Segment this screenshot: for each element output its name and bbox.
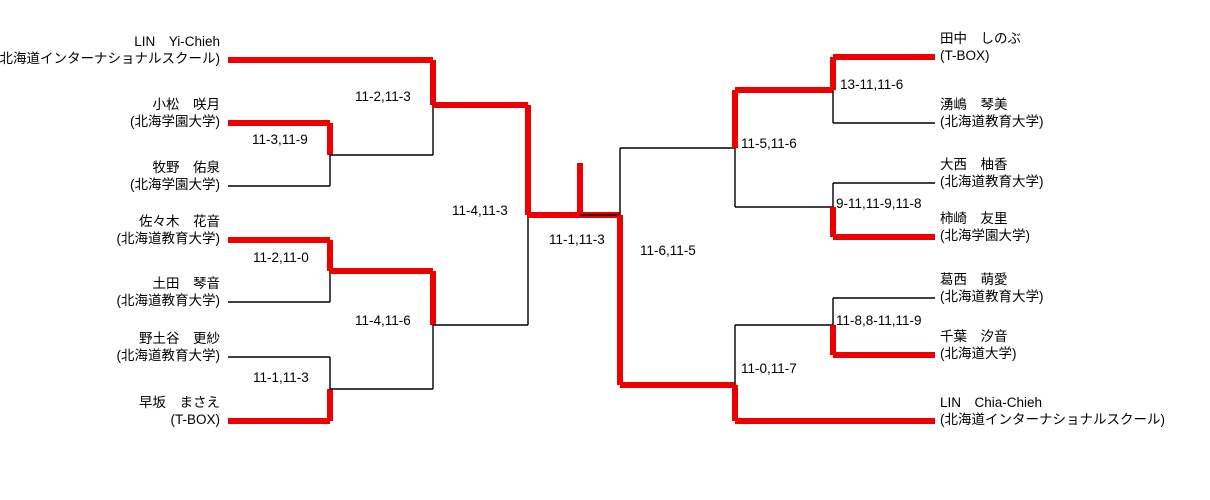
score-left-r2-upper: 11-2,11-3 bbox=[355, 89, 411, 104]
entrant-affiliation: (北海道インターナショナルスクール) bbox=[0, 51, 220, 66]
entrant-left-3: 牧野 佑泉 (北海学園大学) bbox=[130, 159, 220, 193]
score-right-semifinal: 11-6,11-5 bbox=[640, 243, 696, 258]
entrant-right-1: 田中 しのぶ (T-BOX) bbox=[940, 30, 1021, 64]
entrant-name: 野土谷 更紗 bbox=[139, 331, 220, 346]
score-left-r1-lower-top: 11-2,11-0 bbox=[253, 250, 309, 265]
entrant-name: 湧嶋 琴美 bbox=[940, 97, 1008, 112]
score-right-r1-lower-top: 11-8,8-11,11-9 bbox=[836, 313, 922, 328]
entrant-affiliation: (北海道教育大学) bbox=[940, 174, 1044, 189]
entrant-left-7: 早坂 まさえ (T-BOX) bbox=[139, 394, 220, 428]
entrant-left-1: LIN Yi-Chieh (北海道インターナショナルスクール) bbox=[0, 33, 220, 67]
entrant-left-2: 小松 咲月 (北海学園大学) bbox=[130, 96, 220, 130]
entrant-affiliation: (T-BOX) bbox=[940, 48, 990, 63]
score-final: 11-1,11-3 bbox=[549, 232, 605, 247]
entrant-name: 牧野 佑泉 bbox=[152, 160, 221, 175]
score-left-semifinal: 11-4,11-3 bbox=[452, 203, 508, 218]
score-right-r1-upper-bottom: 9-11,11-9,11-8 bbox=[836, 196, 922, 211]
entrant-affiliation: (北海道教育大学) bbox=[940, 114, 1044, 129]
entrant-name: LIN Chia-Chieh bbox=[940, 395, 1043, 410]
entrant-name: 千葉 汐音 bbox=[940, 329, 1008, 344]
entrant-name: 小松 咲月 bbox=[152, 97, 221, 112]
entrant-right-6: 千葉 汐音 (北海道大学) bbox=[940, 328, 1017, 362]
entrant-affiliation: (北海道教育大学) bbox=[116, 348, 221, 363]
entrant-name: LIN Yi-Chieh bbox=[134, 34, 220, 49]
entrant-name: 早坂 まさえ bbox=[139, 395, 220, 410]
entrant-affiliation: (T-BOX) bbox=[170, 412, 221, 427]
score-right-lower-quarter: 11-0,11-7 bbox=[741, 361, 797, 376]
entrant-affiliation: (北海道教育大学) bbox=[116, 231, 221, 246]
entrant-right-3: 大西 柚香 (北海道教育大学) bbox=[940, 156, 1044, 190]
entrant-name: 田中 しのぶ bbox=[940, 31, 1021, 46]
entrant-right-7: LIN Chia-Chieh (北海道インターナショナルスクール) bbox=[940, 394, 1165, 428]
entrant-affiliation: (北海学園大学) bbox=[130, 114, 220, 129]
score-left-r1-upper: 11-3,11-9 bbox=[252, 132, 308, 147]
entrant-left-4: 佐々木 花音 (北海道教育大学) bbox=[117, 213, 221, 247]
entrant-left-5: 土田 琴音 (北海道教育大学) bbox=[117, 275, 221, 309]
entrant-name: 土田 琴音 bbox=[152, 276, 221, 291]
entrant-name: 柿崎 友里 bbox=[940, 211, 1008, 226]
entrant-affiliation: (北海学園大学) bbox=[130, 177, 220, 192]
entrant-affiliation: (北海学園大学) bbox=[940, 228, 1030, 243]
entrant-right-2: 湧嶋 琴美 (北海道教育大学) bbox=[940, 96, 1044, 130]
entrant-right-5: 葛西 萌愛 (北海道教育大学) bbox=[940, 271, 1044, 305]
entrant-left-6: 野土谷 更紗 (北海道教育大学) bbox=[117, 330, 221, 364]
entrant-right-4: 柿崎 友里 (北海学園大学) bbox=[940, 210, 1030, 244]
entrant-affiliation: (北海道教育大学) bbox=[940, 289, 1044, 304]
entrant-affiliation: (北海道教育大学) bbox=[116, 293, 221, 308]
entrant-name: 佐々木 花音 bbox=[139, 214, 220, 229]
score-right-upper-quarter: 11-5,11-6 bbox=[741, 136, 797, 151]
entrant-name: 大西 柚香 bbox=[940, 157, 1008, 172]
entrant-affiliation: (北海道インターナショナルスクール) bbox=[940, 412, 1165, 427]
score-left-r2-lower: 11-4,11-6 bbox=[355, 313, 411, 328]
score-left-r1-lower-bottom: 11-1,11-3 bbox=[253, 370, 309, 385]
entrant-name: 葛西 萌愛 bbox=[940, 272, 1008, 287]
score-right-r1-upper-top: 13-11,11-6 bbox=[840, 77, 904, 92]
entrant-affiliation: (北海道大学) bbox=[940, 346, 1017, 361]
